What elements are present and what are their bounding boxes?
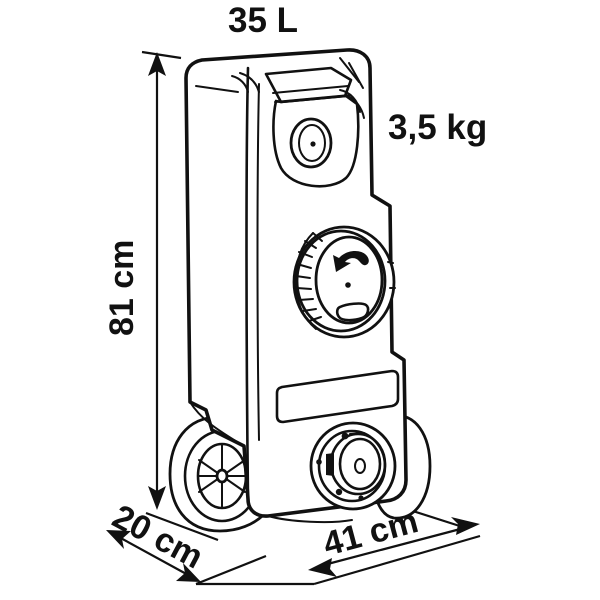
- width-extension-baseline: [313, 534, 481, 586]
- tap-screw-bottom: [335, 488, 343, 496]
- body-step-upper: [371, 194, 391, 207]
- cap-face: [314, 235, 384, 325]
- body-top-left-crease: [195, 85, 239, 93]
- tap-screw-top: [341, 432, 349, 440]
- cap-center-dot: [345, 282, 351, 288]
- tap-outlet: [309, 421, 397, 511]
- vent-cap-center-dot: [310, 141, 316, 147]
- label-width: 41 cm: [319, 502, 422, 564]
- can-base: [267, 515, 353, 524]
- handle-opening: [264, 66, 353, 104]
- vent-cap-assembly: [272, 94, 360, 188]
- cap-collar-notch-a: [387, 261, 394, 264]
- width-arrow-end: [451, 517, 480, 535]
- tap-screw-bottom-right: [358, 495, 364, 501]
- depth-arrow-end: [176, 563, 201, 582]
- left-wheel-spokes: [197, 443, 247, 509]
- vent-recess: [272, 94, 360, 188]
- depth-extension-lower: [195, 554, 267, 586]
- depth-dimension: [106, 511, 267, 586]
- handle-lip: [272, 85, 349, 94]
- cap-rib-band-inner: [295, 232, 317, 330]
- depth-arrow-start: [106, 530, 131, 549]
- label-height: 81 cm: [103, 240, 141, 336]
- label-weight: 3,5 kg: [388, 108, 487, 147]
- handle-brace-c: [339, 89, 361, 113]
- height-arrow-bottom: [148, 486, 166, 510]
- height-dimension: [141, 50, 182, 510]
- label-volume: 35 L: [228, 1, 298, 40]
- base-front-curve: [267, 515, 353, 524]
- width-arrow-start: [308, 558, 337, 577]
- tap-housing: [309, 421, 397, 511]
- body-front-edge-inner: [256, 83, 260, 441]
- width-dimension: [196, 503, 481, 586]
- body-front-edge: [245, 66, 250, 501]
- handle-left-curve-inner: [239, 72, 260, 93]
- handle-brace-b: [348, 62, 364, 89]
- tap-key-slot: [326, 453, 334, 476]
- label-panel: [275, 369, 400, 424]
- body-foot-left: [189, 401, 245, 447]
- tap-tab: [349, 432, 365, 435]
- width-dimension-line: [319, 525, 469, 568]
- dimension-lines: [106, 50, 481, 586]
- cap-knurl-ribs: [295, 232, 323, 330]
- product-illustration: [168, 48, 432, 533]
- body-step-lower: [391, 351, 405, 361]
- tap-screw-left: [316, 459, 322, 465]
- left-wheel-axle: [215, 468, 229, 484]
- label-panel-recess: [275, 369, 400, 424]
- depth-dimension-line: [116, 535, 191, 577]
- depth-extension-upper: [145, 511, 219, 542]
- vent-cap-inner: [298, 124, 326, 162]
- tap-port: [354, 458, 366, 474]
- tap-face: [338, 437, 382, 491]
- handle-brace-a: [339, 57, 360, 83]
- large-screw-cap: [292, 225, 396, 339]
- handle-left-curve: [231, 75, 249, 93]
- height-arrow-top: [148, 52, 166, 76]
- cap-turn-arrow-icon: [333, 250, 369, 272]
- height-extension-top: [141, 50, 182, 60]
- cap-grip-tab: [335, 302, 370, 322]
